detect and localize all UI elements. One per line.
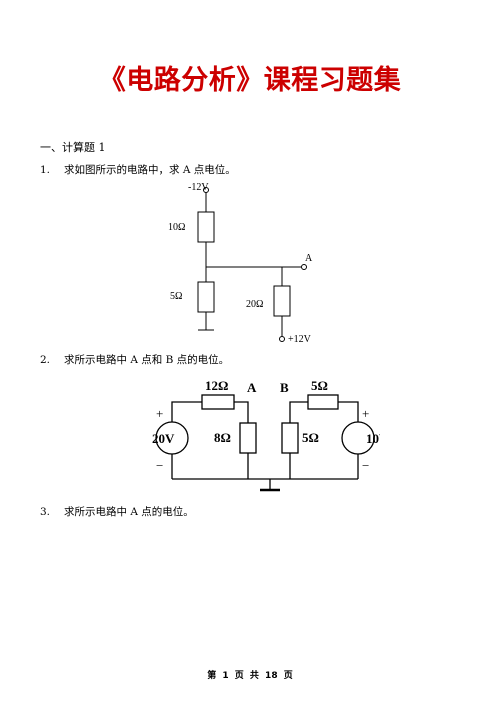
question-1: 1. 求如图所示的电路中，求 A 点电位。 (40, 162, 236, 177)
label-r-12: 12Ω (205, 378, 228, 393)
question-3: 3. 求所示电路中 A 点的电位。 (40, 504, 194, 519)
label-node-a: A (247, 380, 257, 395)
resistor-8 (239, 422, 257, 454)
question-1-number: 1. (40, 164, 51, 176)
label-source-10: 10V (366, 431, 380, 446)
label-r-5-top: 5Ω (311, 378, 328, 393)
label-r-right: 20Ω (246, 299, 263, 310)
section-heading: 一、计算题 1 (40, 141, 106, 154)
minus-right: − (362, 458, 369, 473)
circuit-diagram-2: 12Ω A B 5Ω 20V 8Ω 5Ω 10V + − + − (152, 378, 380, 492)
label-r-5-mid: 5Ω (302, 430, 319, 445)
resistor-5-vertical (281, 422, 299, 454)
label-supply-bottom: +12V (288, 334, 312, 345)
question-2: 2. 求所示电路中 A 点和 B 点的电位。 (40, 352, 229, 367)
label-r-bottom: 5Ω (170, 291, 182, 302)
label-source-20: 20V (152, 431, 175, 446)
label-supply-top: -12V (188, 182, 209, 193)
question-3-text: 求所示电路中 A 点的电位。 (64, 506, 194, 518)
resistor-5-top (307, 394, 339, 410)
resistor-5 (197, 281, 215, 313)
question-3-number: 3. (40, 506, 51, 518)
plus-left: + (156, 406, 163, 421)
page-footer: 第 1 页 共 18 页 (207, 671, 293, 681)
label-node-a: A (305, 253, 313, 264)
resistor-12 (201, 394, 235, 410)
question-2-number: 2. (40, 354, 51, 366)
label-r-8: 8Ω (214, 430, 231, 445)
node-a-terminal (301, 264, 307, 270)
terminal-bottom (279, 336, 285, 342)
label-r-top: 10Ω (168, 222, 185, 233)
resistor-20 (273, 285, 291, 317)
resistor-10 (197, 211, 215, 243)
label-node-b: B (280, 380, 289, 395)
minus-left: − (156, 458, 163, 473)
question-1-text: 求如图所示的电路中，求 A 点电位。 (64, 164, 236, 176)
plus-right: + (362, 406, 369, 421)
circuit-diagram-1: -12V 10Ω 5Ω 20Ω A +12V (168, 182, 313, 345)
document-title: 《电路分析》课程习题集 (98, 65, 402, 96)
question-2-text: 求所示电路中 A 点和 B 点的电位。 (64, 354, 230, 366)
